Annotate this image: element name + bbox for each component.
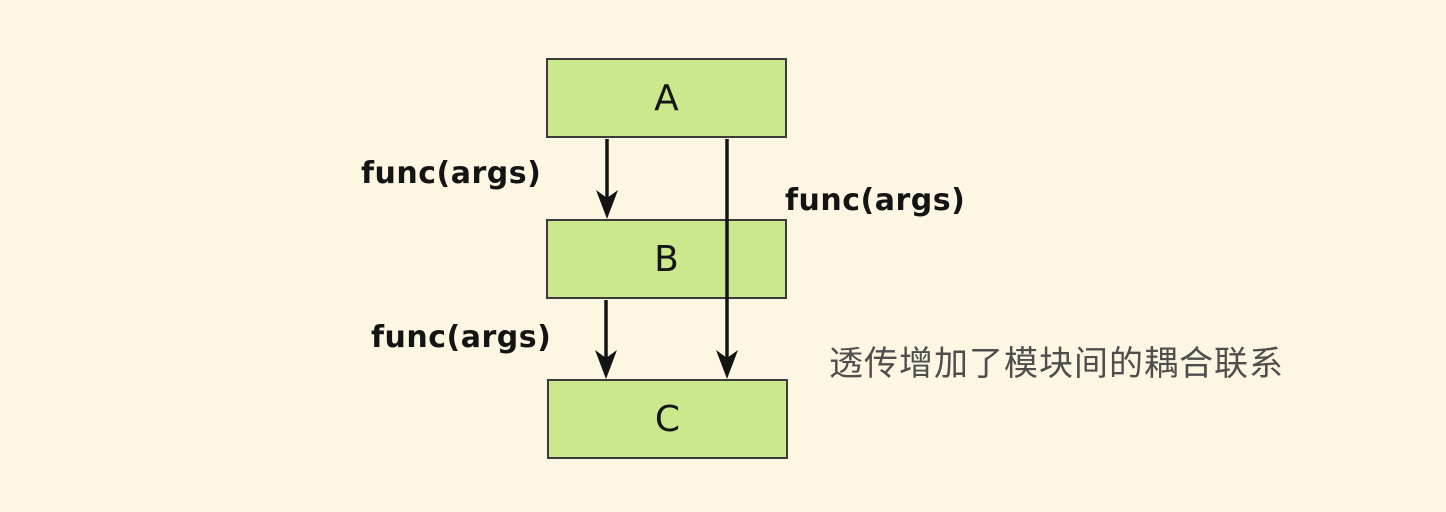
annotation-text: 透传增加了模块间的耦合联系 (829, 344, 1284, 384)
arrow-b-to-c (595, 300, 617, 379)
node-box-c: C (547, 379, 788, 459)
edge-label-b-to-c: func(args) (371, 320, 552, 355)
node-label-b: B (654, 238, 679, 280)
edge-label-a-to-c: func(args) (785, 183, 966, 218)
edge-label-a-to-b: func(args) (361, 156, 542, 191)
arrow-a-to-b (596, 139, 618, 219)
node-label-a: A (654, 77, 679, 119)
node-box-a: A (546, 58, 787, 138)
node-box-b: B (546, 219, 787, 299)
node-label-c: C (654, 398, 681, 440)
